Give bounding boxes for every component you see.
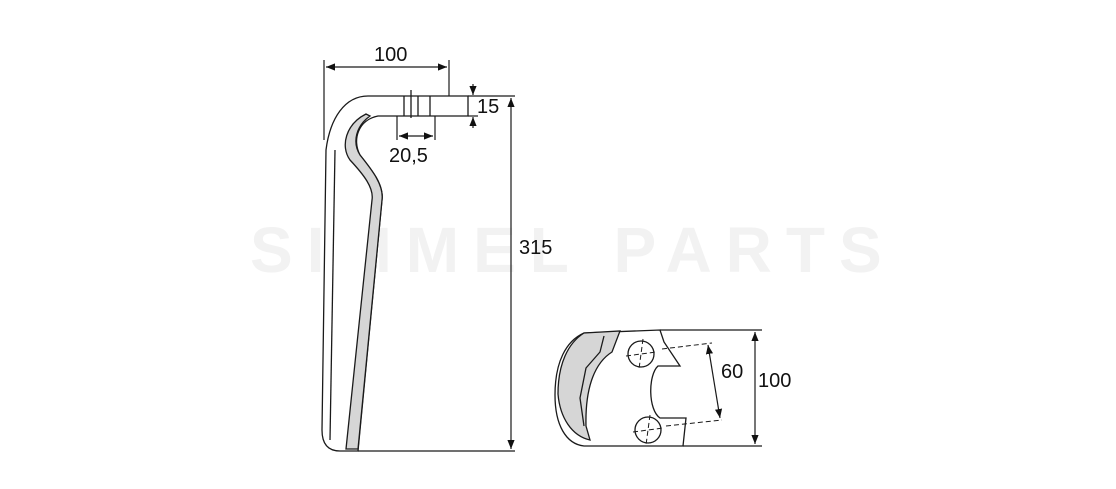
blade-side-view	[321, 90, 469, 452]
dim-height-mount	[660, 329, 762, 447]
hole-center-marks	[625, 338, 723, 446]
dim-hole-spacing	[396, 116, 436, 140]
dim-thickness	[468, 84, 515, 128]
height-label-mount: 100	[758, 370, 791, 392]
mount-bevel	[557, 330, 621, 441]
dim-width-side	[323, 60, 450, 140]
dim-hole-distance	[705, 344, 723, 419]
thickness-label: 15	[477, 96, 499, 118]
mount-hole-top	[627, 340, 655, 368]
hole-distance-label: 60	[721, 361, 743, 383]
blade-back-line	[329, 149, 336, 441]
dim-height-side	[358, 98, 515, 452]
height-label-side: 315	[519, 237, 552, 259]
mount-bevel-line	[579, 335, 605, 427]
blade-mount-view	[554, 329, 687, 447]
mount-hole-bottom	[634, 416, 662, 444]
hole-spacing-label: 20,5	[389, 145, 428, 167]
blade-edge-strip	[344, 113, 383, 450]
width-label: 100	[374, 44, 407, 66]
